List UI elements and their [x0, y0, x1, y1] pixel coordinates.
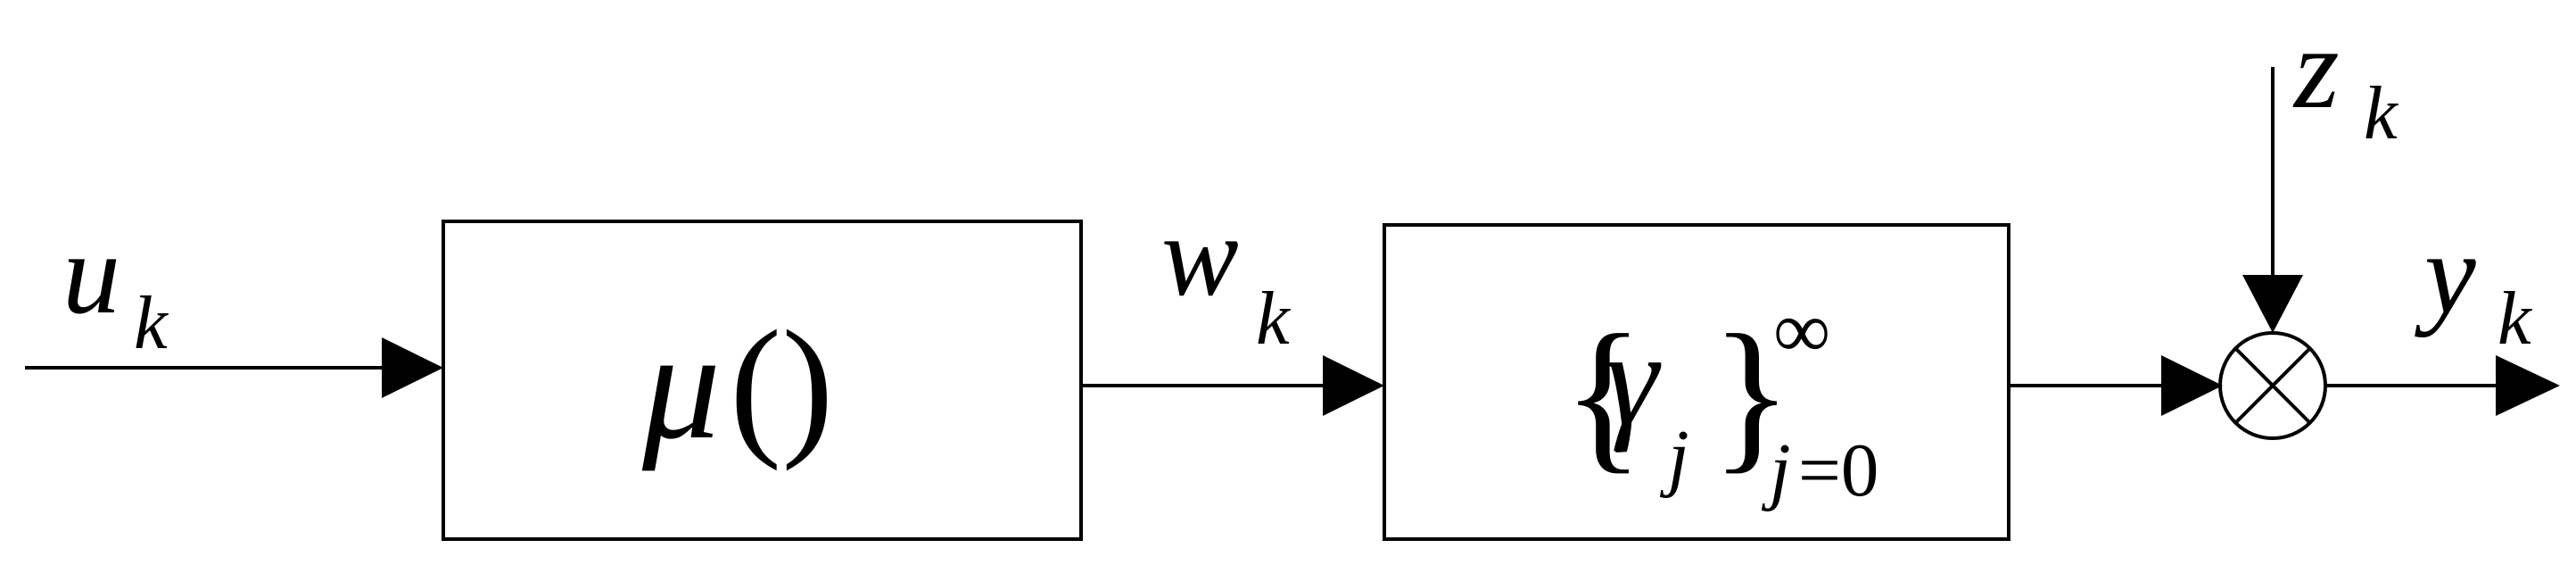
linear-close-brace: } — [1711, 301, 1792, 488]
output-signal-label: y — [2415, 210, 2476, 338]
input-signal-label: u — [62, 210, 120, 338]
intermediate-signal-subscript: k — [1256, 277, 1291, 361]
output-signal-subscript: k — [2498, 277, 2532, 361]
intermediate-arrowhead — [1323, 355, 1384, 416]
input-arrowhead — [382, 337, 443, 398]
junction-cross-b — [2233, 346, 2312, 425]
nonlinear-block — [442, 220, 1083, 541]
disturbance-signal-subscript: k — [2364, 71, 2398, 155]
linear-open-brace: { — [1563, 301, 1644, 488]
linear-gamma-symbol: γ — [1606, 305, 1662, 453]
disturbance-arrowhead — [2242, 275, 2303, 333]
junction-input-arrowhead — [2161, 355, 2223, 416]
linear-gamma-subscript: j — [1659, 415, 1689, 499]
linear-lower-eq: =0 — [1798, 428, 1878, 512]
linear-upper-limit: ∞ — [1773, 287, 1830, 375]
intermediate-signal-label: w — [1161, 192, 1239, 320]
nonlinear-function-symbol: μ — [641, 298, 721, 471]
disturbance-signal-label: z — [2292, 4, 2340, 133]
linear-block — [1383, 223, 2010, 541]
output-arrowhead — [2496, 355, 2560, 416]
nonlinear-function-parens: () — [730, 298, 834, 471]
input-signal-subscript: k — [134, 281, 169, 365]
